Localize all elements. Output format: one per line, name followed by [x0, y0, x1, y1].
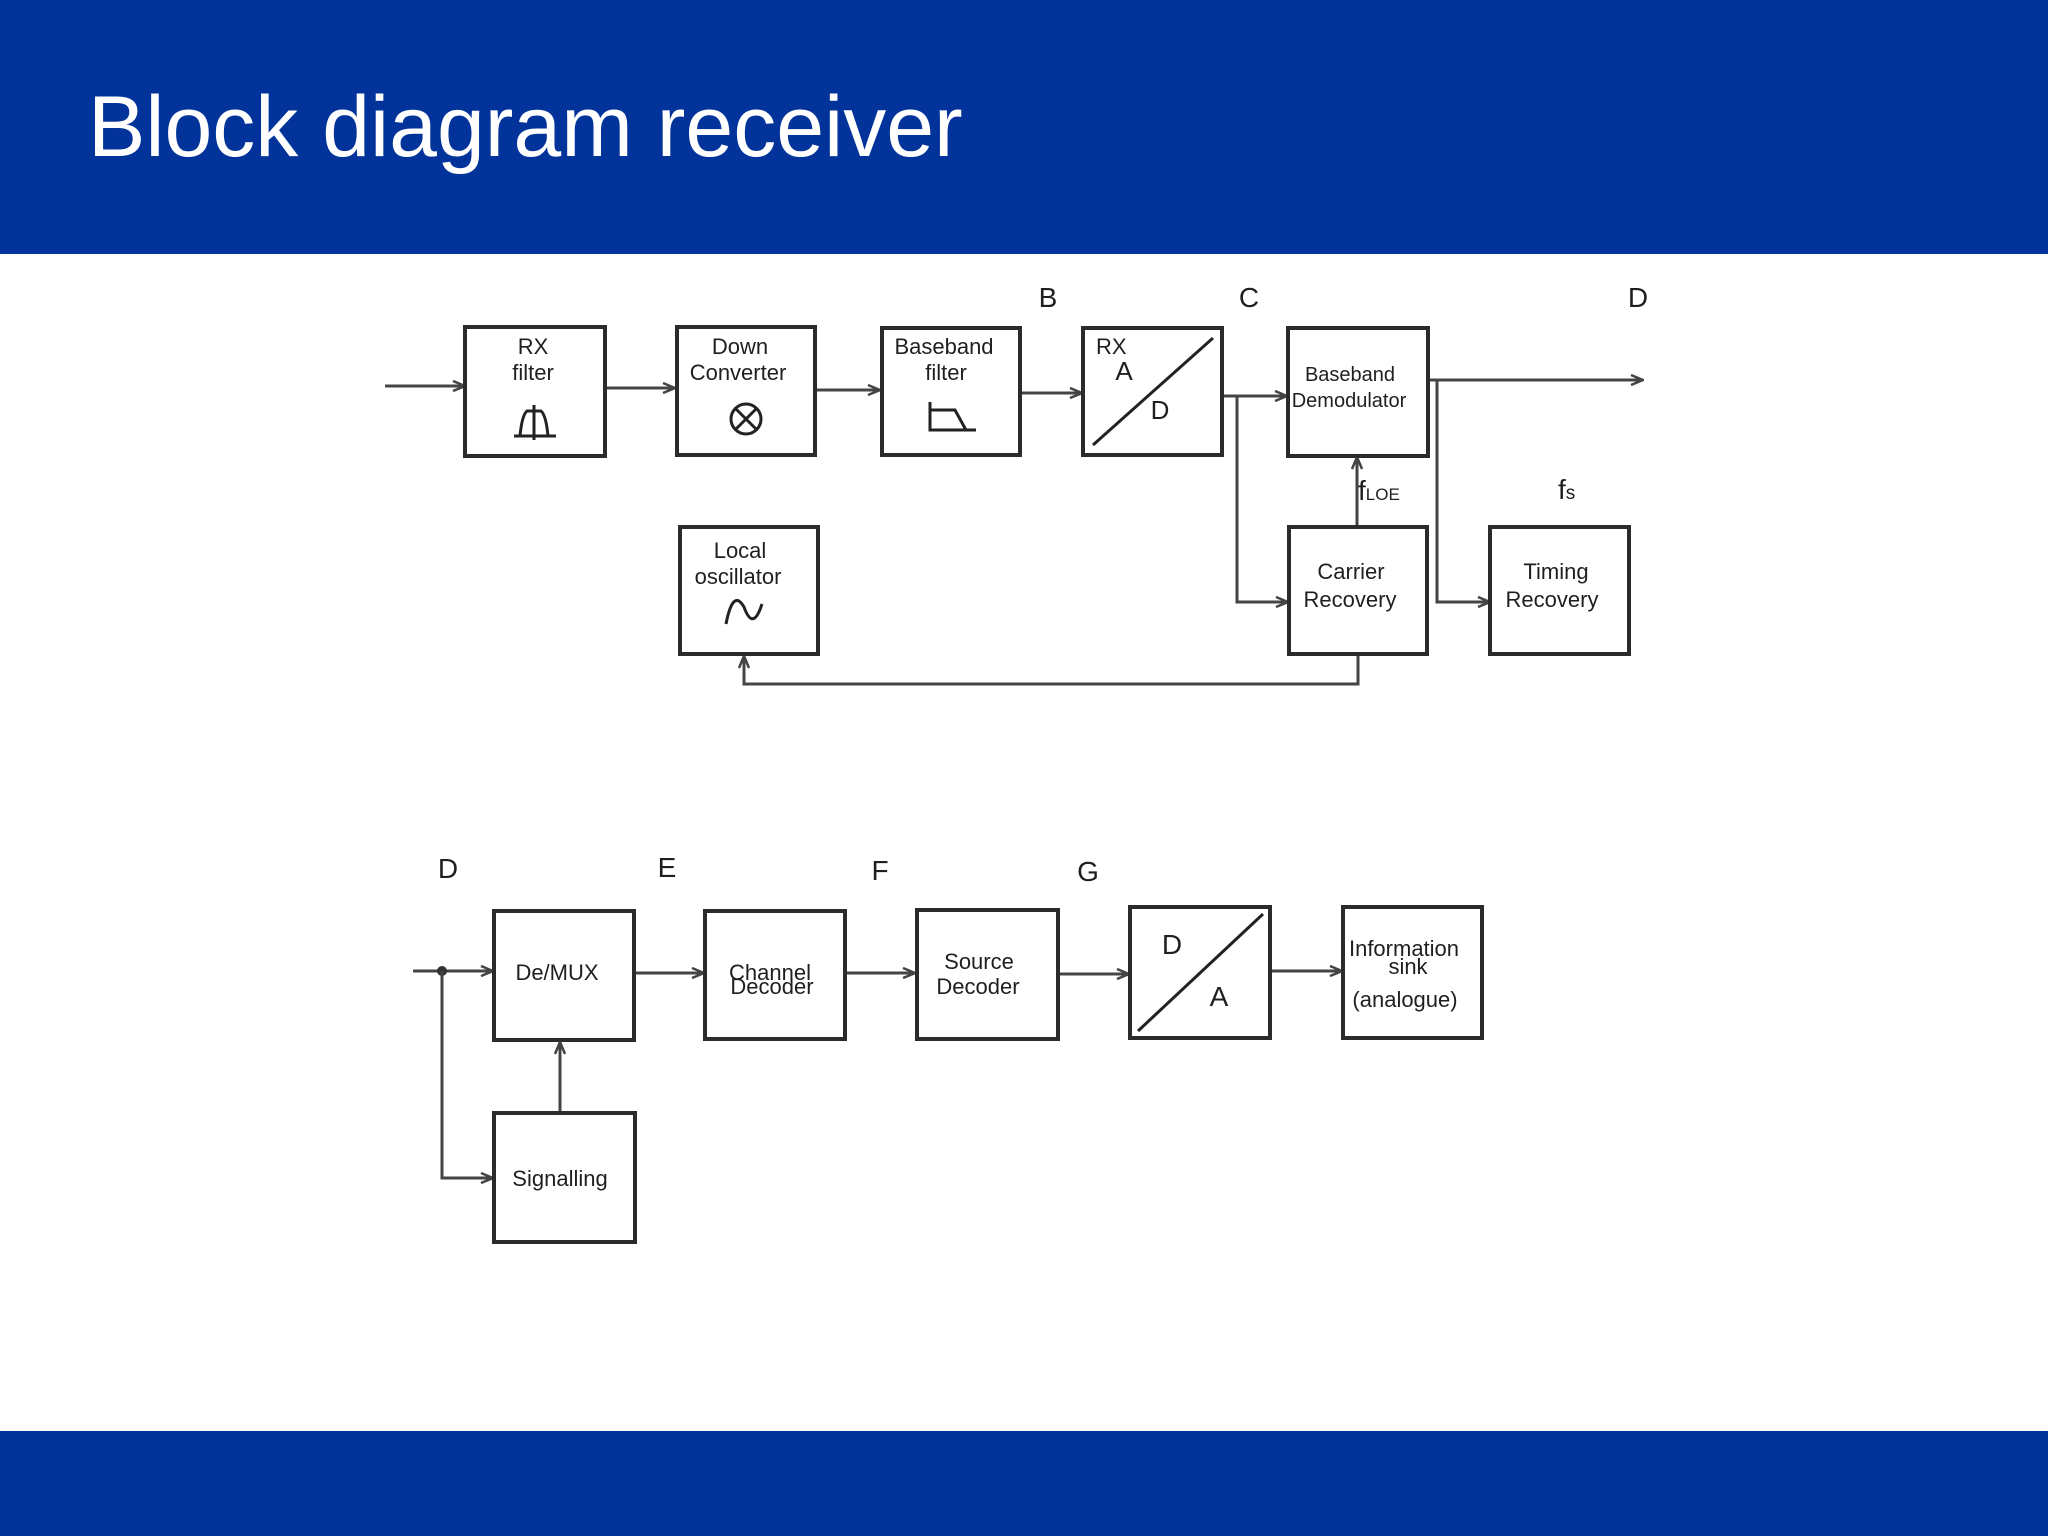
- down-converter-label-1: Down: [712, 334, 768, 359]
- f-loe-label: fLOE: [1358, 475, 1400, 506]
- baseband-filter-label-2: filter: [925, 360, 967, 385]
- point-f: F: [871, 855, 888, 886]
- adc-label-in: A: [1115, 356, 1133, 386]
- dac-divider: [1136, 912, 1265, 1033]
- footer-bar: [0, 1431, 2048, 1536]
- information-sink-label-1: Information: [1349, 936, 1459, 961]
- point-d-bottom: D: [438, 853, 458, 884]
- mixer-icon: [729, 402, 763, 436]
- source-decoder-label-2: Decoder: [936, 974, 1019, 999]
- bandpass-filter-icon: [514, 405, 556, 440]
- channel-decoder-block: Channel Decoder: [703, 909, 847, 1041]
- arrow-adc-to-carrier-recovery: [1235, 396, 1288, 602]
- baseband-filter-block: Baseband filter: [880, 326, 1022, 457]
- carrier-recovery-label-2: Recovery: [1304, 587, 1397, 612]
- rx-filter-block: RX filter: [463, 325, 607, 458]
- local-oscillator-block: Local oscillator: [678, 525, 820, 656]
- arrow-carrier-to-local-oscillator: [744, 654, 1360, 686]
- point-d-top: D: [1628, 282, 1648, 313]
- fs-main: f: [1558, 474, 1566, 505]
- point-b: B: [1039, 282, 1058, 313]
- svg-text:fs: fs: [1558, 474, 1575, 505]
- point-g: G: [1077, 856, 1099, 887]
- arrow-demod-to-timing-recovery: [1435, 380, 1490, 602]
- point-c: C: [1239, 282, 1259, 313]
- slide-title: Block diagram receiver: [88, 79, 963, 175]
- adc-divider: [1092, 336, 1214, 447]
- down-converter-block: Down Converter: [675, 325, 817, 457]
- dac-label-out: A: [1210, 981, 1229, 1012]
- information-sink-block: Information sink (analogue): [1341, 905, 1484, 1040]
- carrier-recovery-block: Carrier Recovery: [1287, 525, 1429, 656]
- local-oscillator-label-2: oscillator: [695, 564, 782, 589]
- adc-label-rx: RX: [1096, 334, 1127, 359]
- dac-block: D A: [1128, 905, 1272, 1040]
- sine-wave-icon: [724, 598, 764, 625]
- source-decoder-label-1: Source: [944, 949, 1014, 974]
- svg-text:fLOE: fLOE: [1358, 475, 1400, 506]
- channel-decoder-label-1: Channel: [729, 960, 811, 985]
- timing-recovery-label-2: Recovery: [1506, 587, 1599, 612]
- information-sink-label-2: sink: [1388, 954, 1428, 979]
- down-converter-label-2: Converter: [690, 360, 787, 385]
- timing-recovery-label-1: Timing: [1523, 559, 1588, 584]
- baseband-filter-label-1: Baseband: [894, 334, 993, 359]
- adc-label-out: D: [1151, 395, 1170, 425]
- top-chain-connectors: [385, 380, 1643, 686]
- local-oscillator-label-1: Local: [714, 538, 767, 563]
- baseband-demodulator-block: Baseband Demodulator: [1286, 326, 1430, 458]
- carrier-recovery-label-1: Carrier: [1317, 559, 1384, 584]
- dac-label-in: D: [1162, 929, 1182, 960]
- source-decoder-block: Source Decoder: [915, 908, 1060, 1041]
- signalling-block: Signalling: [492, 1111, 637, 1244]
- arrow-to-signalling: [440, 971, 493, 1178]
- rx-filter-label-1: RX: [518, 334, 549, 359]
- bottom-chain-connectors: [413, 966, 1342, 1178]
- channel-decoder-label-2: Decoder: [730, 974, 813, 999]
- rx-filter-label-2: filter: [512, 360, 554, 385]
- point-e: E: [658, 852, 677, 883]
- demodulator-label-1: Baseband: [1305, 364, 1395, 386]
- signalling-label: Signalling: [512, 1166, 607, 1191]
- adc-block: RX A D: [1081, 326, 1224, 457]
- f-loe-main: f: [1358, 475, 1366, 506]
- lowpass-filter-icon: [928, 402, 976, 432]
- information-sink-label-3: (analogue): [1352, 987, 1457, 1012]
- demux-block: De/MUX: [492, 909, 636, 1042]
- f-loe-sub: LOE: [1366, 485, 1400, 504]
- fs-label: fs: [1558, 474, 1575, 505]
- demux-label: De/MUX: [515, 960, 598, 985]
- demodulator-label-2: Demodulator: [1292, 390, 1407, 412]
- timing-recovery-block: Timing Recovery: [1488, 525, 1631, 656]
- fs-sub: s: [1566, 483, 1576, 504]
- title-bar: Block diagram receiver: [0, 0, 2048, 254]
